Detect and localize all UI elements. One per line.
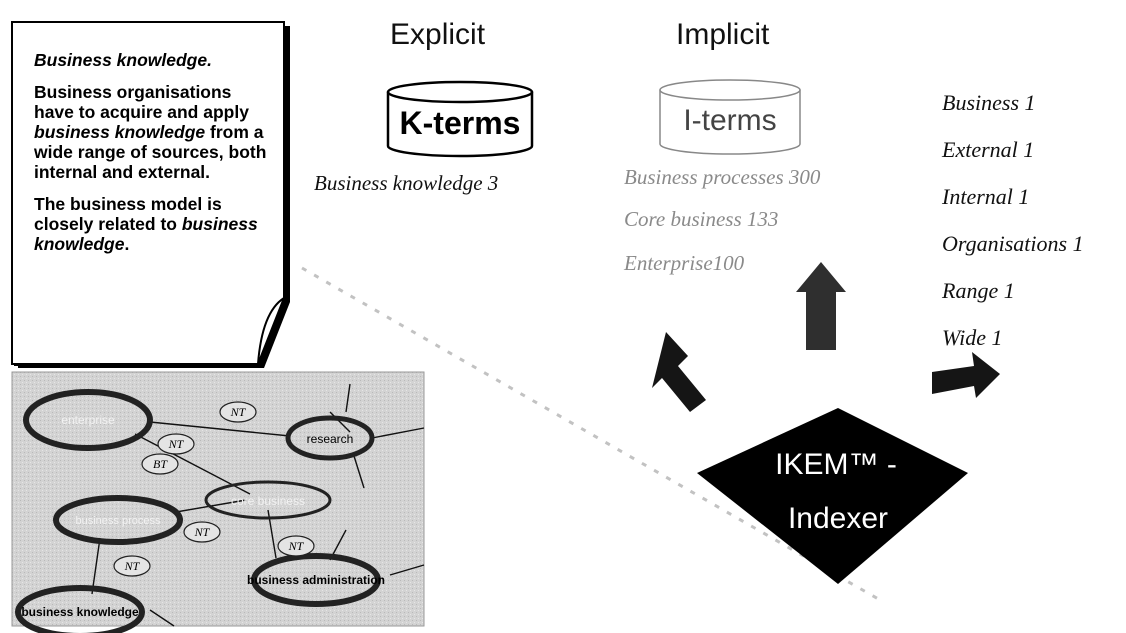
k-terms-cylinder <box>386 80 534 158</box>
word-list-item: Organisations 1 <box>942 231 1084 256</box>
relation-label: NT <box>230 405 247 419</box>
relation-badge <box>141 453 179 475</box>
word-list-item: Range 1 <box>941 278 1015 303</box>
network-node-label: research <box>307 432 354 446</box>
k-term-item: Business knowledge 3 <box>314 171 498 195</box>
implicit-heading: Implicit <box>676 18 770 51</box>
i-term-item: Business processes 300 <box>624 165 821 189</box>
k-terms-label: K-terms <box>400 105 521 141</box>
indexer-label-line2: Indexer <box>788 502 888 535</box>
relation-badge <box>219 401 257 423</box>
i-term-item: Core business 133 <box>624 207 778 231</box>
network-node-label: business administration <box>247 573 385 587</box>
indexer-diamond <box>697 408 968 584</box>
relation-badge <box>113 555 151 577</box>
relation-label: NT <box>124 559 141 573</box>
indexer-label-line1: IKEM™ - <box>775 448 897 481</box>
document-text: Business knowledge. Business organisatio… <box>34 50 274 266</box>
network-node-business-process <box>53 495 183 545</box>
arrow-up-left-icon <box>652 332 706 412</box>
i-terms-label: I-terms <box>683 104 776 137</box>
word-list-item: External 1 <box>941 137 1034 162</box>
network-node-core-business <box>204 480 332 520</box>
relation-label: BT <box>153 457 168 471</box>
word-list-item: Internal 1 <box>941 184 1029 209</box>
network-node-label: enterprise <box>61 413 115 427</box>
relation-label: NT <box>168 437 185 451</box>
word-list-item: Business 1 <box>942 90 1036 115</box>
document-shape <box>11 21 290 368</box>
network-node-label: business knowledge <box>21 605 139 619</box>
relation-badge <box>183 521 221 543</box>
word-list-item: Wide 1 <box>942 325 1003 350</box>
network-node-label: business process <box>76 515 161 527</box>
network-node-business-knowledge <box>15 585 145 633</box>
relation-badge <box>157 433 195 455</box>
arrow-up-icon <box>796 262 846 350</box>
arrow-right-icon <box>932 352 1000 398</box>
document-paragraph: Business organisations have to acquire a… <box>34 82 267 182</box>
relation-label: NT <box>288 539 305 553</box>
network-node-enterprise <box>23 389 153 451</box>
explicit-heading: Explicit <box>390 18 486 51</box>
network-node-label: core business <box>231 494 305 508</box>
document-paragraph: The business model is closely related to… <box>34 194 258 254</box>
network-node-research <box>285 415 375 461</box>
i-term-item: Enterprise100 <box>623 251 745 275</box>
network-panel: NT NT BT NT NT NT enterprise research co… <box>11 371 425 633</box>
network-node-business-administration <box>251 553 381 607</box>
relation-label: NT <box>194 525 211 539</box>
i-terms-cylinder <box>659 79 801 155</box>
document-title: Business knowledge. <box>34 50 212 70</box>
relation-badge <box>277 535 315 557</box>
